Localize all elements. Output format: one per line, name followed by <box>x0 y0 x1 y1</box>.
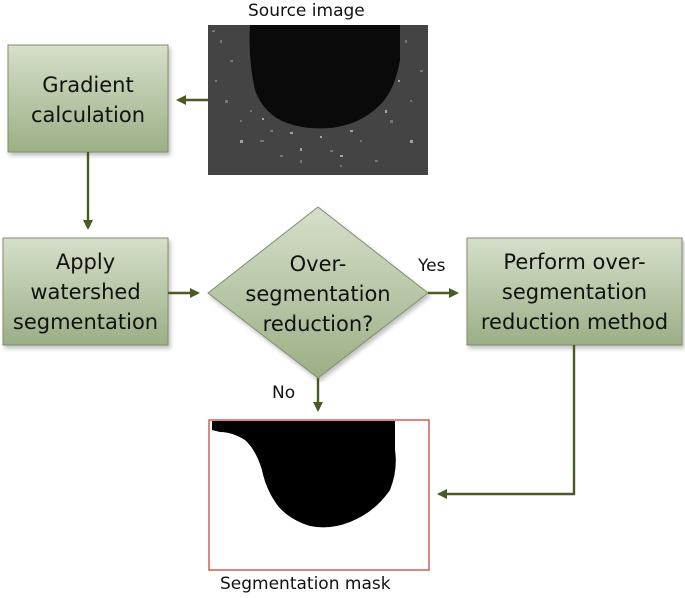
node-reduction-method <box>466 237 683 346</box>
watershed-label: Apply watershed segmentation <box>12 249 159 334</box>
arrow-reduction-to-mask <box>437 345 576 499</box>
source-image-caption: Source image <box>248 1 365 21</box>
decision-label: Over-segmentation reduction? <box>245 252 391 336</box>
gradient-label: Gradient calculation <box>30 72 146 127</box>
segmentation-mask-image <box>208 419 430 571</box>
reduction-label: Perform over-segmentation reduction meth… <box>480 249 669 334</box>
edge-label-no: No <box>272 383 296 403</box>
node-gradient-calculation <box>7 44 169 153</box>
segmentation-mask-caption: Segmentation mask <box>220 574 391 594</box>
node-apply-watershed <box>2 237 169 346</box>
edge-label-yes: Yes <box>418 256 446 276</box>
source-image <box>208 25 428 175</box>
connectors <box>83 95 576 499</box>
